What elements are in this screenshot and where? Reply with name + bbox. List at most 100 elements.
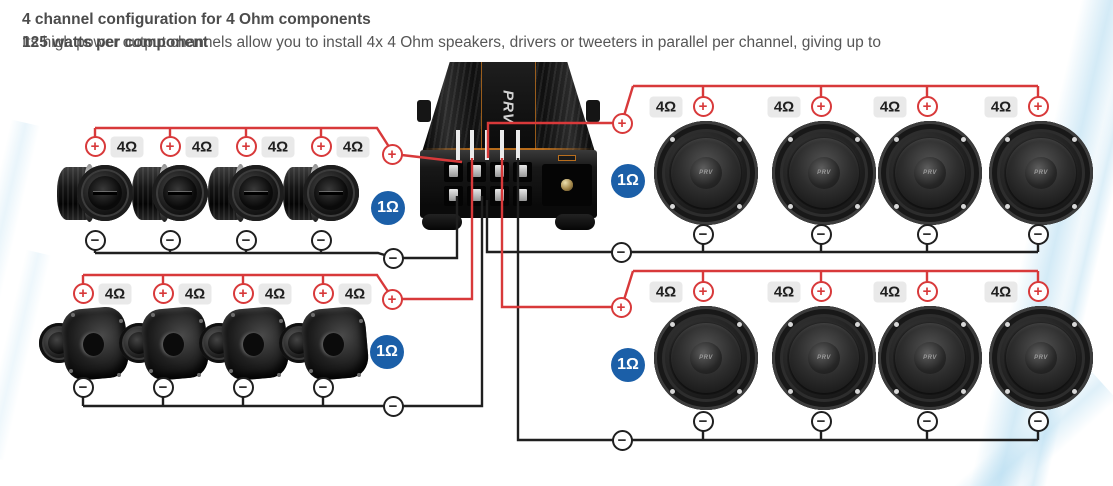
speaker-screw bbox=[1072, 204, 1077, 209]
plus-symbol: + bbox=[698, 97, 708, 115]
speaker-screw bbox=[788, 389, 793, 394]
negative-terminal-bottom-left: − bbox=[72, 376, 94, 398]
plus-symbol: + bbox=[78, 284, 88, 302]
speaker-brand-logo: PRV bbox=[923, 170, 937, 176]
speaker-terminal-slot bbox=[513, 186, 532, 206]
impedance-label-top-right: 4Ω bbox=[767, 96, 801, 118]
plus-symbol: + bbox=[318, 284, 328, 302]
impedance-label-bottom-left: 4Ω bbox=[98, 283, 132, 305]
terminal-screw-slot bbox=[472, 189, 481, 201]
net-impedance-badge-top-left: 1Ω bbox=[371, 191, 405, 225]
speaker-dust-cap: PRV bbox=[690, 157, 722, 189]
subtitle-period: . bbox=[22, 34, 27, 51]
midrange-speaker-top-right: PRV bbox=[989, 121, 1093, 225]
positive-terminal-top-left: + bbox=[84, 135, 106, 157]
speaker-terminal-slot bbox=[467, 162, 486, 182]
speaker-screw bbox=[894, 322, 899, 327]
bullet-super-tweeter-top-left bbox=[132, 163, 208, 223]
minus-symbol: − bbox=[241, 231, 251, 249]
horn-driver-bottom-left bbox=[119, 305, 210, 382]
amplifier: PRV bbox=[417, 62, 600, 234]
speaker-screw bbox=[1072, 137, 1077, 142]
minus-symbol: − bbox=[90, 231, 100, 249]
speaker-screw bbox=[961, 137, 966, 142]
speaker-screw bbox=[1005, 389, 1010, 394]
negative-terminal-bottom-right-amp: − bbox=[611, 429, 633, 451]
speaker-brand-logo: PRV bbox=[1034, 170, 1048, 176]
plus-symbol: + bbox=[387, 290, 397, 308]
power-terminal-block bbox=[542, 164, 592, 206]
positive-terminal-top-left: + bbox=[159, 135, 181, 157]
horn-screw bbox=[229, 369, 233, 373]
plus-symbol: + bbox=[816, 282, 826, 300]
net-impedance-badge-bottom-right: 1Ω bbox=[611, 348, 645, 382]
speaker-brand-logo: PRV bbox=[923, 355, 937, 361]
impedance-label-top-left: 4Ω bbox=[336, 136, 370, 158]
speaker-screw bbox=[788, 322, 793, 327]
terminal-screw-slot bbox=[449, 189, 458, 201]
speaker-screw bbox=[961, 204, 966, 209]
speaker-dust-cap: PRV bbox=[1025, 342, 1057, 374]
horn-screw bbox=[231, 313, 235, 317]
negative-terminal-top-right: − bbox=[1027, 223, 1049, 245]
negative-terminal-bottom-left: − bbox=[312, 376, 334, 398]
speaker-screw bbox=[855, 322, 860, 327]
minus-symbol: − bbox=[158, 378, 168, 396]
horn-throat bbox=[323, 333, 344, 356]
positive-terminal-bottom-left: + bbox=[72, 282, 94, 304]
plus-symbol: + bbox=[90, 137, 100, 155]
positive-terminal-top-right: + bbox=[692, 95, 714, 117]
tweeter-phase-slit bbox=[93, 191, 117, 195]
midrange-speaker-top-right: PRV bbox=[772, 121, 876, 225]
positive-terminal-bottom-right: + bbox=[692, 280, 714, 302]
speaker-dust-cap: PRV bbox=[914, 157, 946, 189]
negative-terminal-bottom-right: − bbox=[692, 410, 714, 432]
background-swoosh bbox=[0, 119, 41, 341]
terminal-screw-slot bbox=[472, 165, 481, 177]
plus-symbol: + bbox=[316, 137, 326, 155]
positive-terminal-top-right: + bbox=[916, 95, 938, 117]
speaker-screw bbox=[670, 137, 675, 142]
amplifier-brand-logo: PRV bbox=[499, 90, 517, 124]
horn-throat bbox=[243, 333, 264, 356]
speaker-dust-cap: PRV bbox=[914, 342, 946, 374]
speaker-screw bbox=[1005, 322, 1010, 327]
impedance-label-bottom-right: 4Ω bbox=[984, 281, 1018, 303]
bullet-super-tweeter-top-left bbox=[208, 163, 284, 223]
bullet-super-tweeter-top-left bbox=[57, 163, 133, 223]
impedance-label-bottom-right: 4Ω bbox=[873, 281, 907, 303]
positive-terminal-bottom-left: + bbox=[152, 282, 174, 304]
amplifier-center-panel: PRV bbox=[480, 62, 537, 152]
speaker-screw bbox=[788, 137, 793, 142]
speaker-brand-logo: PRV bbox=[817, 170, 831, 176]
terminal-screw-slot bbox=[495, 189, 504, 201]
speaker-screw bbox=[961, 389, 966, 394]
speaker-screw bbox=[737, 322, 742, 327]
positive-terminal-top-left: + bbox=[235, 135, 257, 157]
positive-terminal-bottom-right: + bbox=[1027, 280, 1049, 302]
plus-symbol: + bbox=[922, 97, 932, 115]
minus-symbol: − bbox=[816, 412, 826, 430]
positive-terminal-bottom-right-amp: + bbox=[610, 296, 632, 318]
negative-terminal-top-left-amp: − bbox=[382, 247, 404, 269]
negative-terminal-bottom-left: − bbox=[232, 376, 254, 398]
midrange-speaker-top-right: PRV bbox=[654, 121, 758, 225]
amplifier-mount-tab bbox=[417, 100, 431, 122]
minus-symbol: − bbox=[816, 225, 826, 243]
negative-terminal-bottom-right: − bbox=[810, 410, 832, 432]
positive-terminal-top-right-amp: + bbox=[611, 112, 633, 134]
speaker-screw bbox=[855, 389, 860, 394]
positive-terminal-bottom-right: + bbox=[810, 280, 832, 302]
positive-terminal-bottom-left: + bbox=[232, 282, 254, 304]
terminal-screw-slot bbox=[518, 189, 527, 201]
positive-terminal-bottom-left-amp: + bbox=[381, 288, 403, 310]
horn-driver-bottom-left bbox=[39, 305, 130, 382]
minus-symbol: − bbox=[1033, 225, 1043, 243]
impedance-label-bottom-left: 4Ω bbox=[258, 283, 292, 305]
negative-terminal-bottom-left: − bbox=[152, 376, 174, 398]
speaker-brand-logo: PRV bbox=[1034, 355, 1048, 361]
positive-terminal-top-left: + bbox=[310, 135, 332, 157]
plus-symbol: + bbox=[387, 145, 397, 163]
speaker-screw bbox=[737, 137, 742, 142]
